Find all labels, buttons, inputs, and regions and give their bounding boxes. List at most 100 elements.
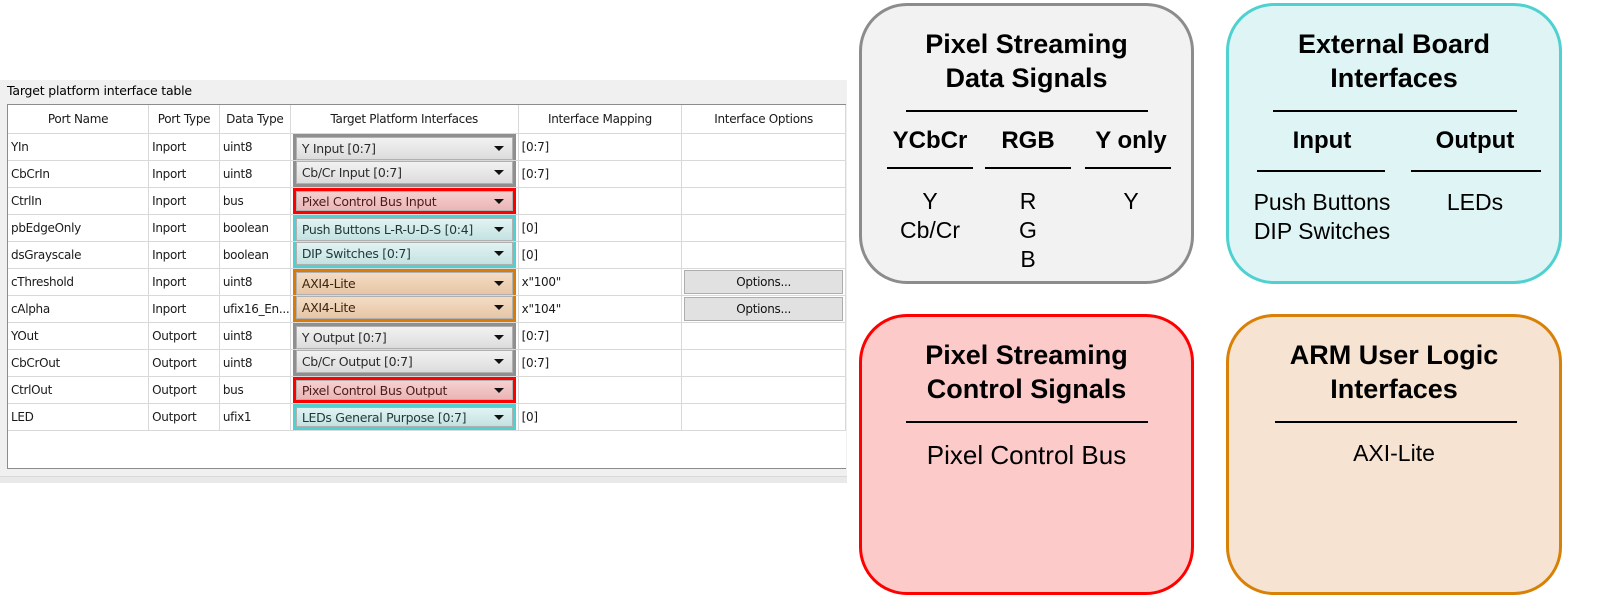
interface-dropdown[interactable]: Push Buttons L-R-U-D-S [0:4]: [292, 215, 516, 241]
interface-mapping-cell[interactable]: [0]: [518, 214, 683, 242]
value-dip-switches: DIP Switches: [1253, 218, 1391, 244]
interface-cell: LEDs General Purpose [0:7]: [290, 403, 519, 431]
port-name-cell: CbCrOut: [8, 349, 150, 377]
dropdown-arrow-icon[interactable]: [493, 387, 504, 393]
column-divider: [887, 167, 973, 169]
dropdown-arrow-icon[interactable]: [493, 305, 504, 310]
interface-dropdown[interactable]: Cb/Cr Output [0:7]: [292, 350, 516, 376]
column-header-port-name[interactable]: Port Name: [8, 105, 150, 134]
port-type-cell: Inport: [148, 214, 220, 242]
value-axi-lite: AXI-Lite: [1353, 440, 1435, 466]
legend-title-line1: Pixel Streaming: [925, 29, 1128, 59]
table-header-row: Port Name Port Type Data Type Target Pla…: [8, 105, 846, 134]
column-header-port-type[interactable]: Port Type: [148, 105, 220, 134]
interface-dropdown[interactable]: AXI4-Lite: [292, 269, 516, 295]
dropdown-arrow-icon[interactable]: [493, 198, 504, 204]
dropdown-arrow-icon[interactable]: [493, 335, 504, 340]
interface-dropdown-value: Push Buttons L-R-U-D-S [0:4]: [301, 222, 473, 237]
interface-dropdown[interactable]: Pixel Control Bus Input: [292, 188, 516, 214]
data-type-cell: boolean: [219, 214, 291, 242]
panel-title: Target platform interface table: [7, 83, 192, 98]
interface-options-cell: [681, 403, 846, 431]
options-button[interactable]: Options...: [684, 270, 843, 294]
panel-bottom-bar: [0, 476, 847, 483]
table-row: cAlpha Inport ufix16_En... AXI4-Lite x"1…: [8, 295, 846, 323]
target-platform-interface-panel: Target platform interface table Port Nam…: [0, 80, 847, 483]
data-type-cell: boolean: [219, 241, 291, 269]
dropdown-arrow-icon[interactable]: [493, 414, 504, 420]
column-header-rgb: RGB: [1001, 127, 1055, 154]
interface-options-cell: [681, 241, 846, 269]
interface-mapping-cell[interactable]: [0:7]: [518, 160, 683, 188]
interface-options-cell: [681, 349, 846, 377]
data-type-cell: ufix1: [219, 403, 291, 431]
interface-cell: Cb/Cr Output [0:7]: [290, 349, 519, 377]
dropdown-arrow-icon[interactable]: [493, 227, 504, 232]
interface-dropdown-value: DIP Switches [0:7]: [301, 246, 411, 261]
legend-title: External Board Interfaces: [1229, 27, 1559, 95]
column-divider: [1085, 167, 1171, 169]
column-header-interface-mapping[interactable]: Interface Mapping: [518, 105, 683, 134]
options-button[interactable]: Options...: [684, 297, 843, 321]
interface-table: Port Name Port Type Data Type Target Pla…: [8, 105, 846, 431]
interface-dropdown[interactable]: DIP Switches [0:7]: [292, 242, 516, 268]
value-g: G: [1019, 217, 1037, 243]
interface-cell: Y Output [0:7]: [290, 322, 519, 350]
dropdown-arrow-icon[interactable]: [493, 281, 504, 286]
port-type-cell: Outport: [148, 349, 220, 377]
interface-mapping-cell[interactable]: [0:7]: [518, 349, 683, 377]
data-type-cell: uint8: [219, 160, 291, 188]
value-b: B: [1020, 246, 1036, 272]
port-type-cell: Inport: [148, 241, 220, 269]
port-type-cell: Inport: [148, 295, 220, 323]
interface-mapping-cell[interactable]: x"104": [518, 295, 683, 323]
interface-cell: Cb/Cr Input [0:7]: [290, 160, 519, 188]
port-type-cell: Inport: [148, 268, 220, 296]
interface-options-cell: [681, 376, 846, 404]
table-row: dsGrayscale Inport boolean DIP Switches …: [8, 241, 846, 269]
interface-mapping-cell[interactable]: [518, 187, 683, 215]
value-y: Y: [922, 188, 938, 214]
dropdown-arrow-icon[interactable]: [493, 359, 504, 364]
value-y: Y: [1123, 188, 1139, 214]
table-row: CbCrOut Outport uint8 Cb/Cr Output [0:7]…: [8, 349, 846, 377]
interface-options-cell: [681, 322, 846, 350]
interface-dropdown-value: LEDs General Purpose [0:7]: [301, 409, 467, 425]
interface-mapping-cell[interactable]: [0:7]: [518, 133, 683, 161]
table-row: YOut Outport uint8 Y Output [0:7] [0:7]: [8, 322, 846, 350]
interface-options-cell: [681, 214, 846, 242]
interface-mapping-cell[interactable]: [0]: [518, 403, 683, 431]
dropdown-arrow-icon[interactable]: [493, 146, 504, 151]
data-type-cell: bus: [219, 376, 291, 404]
column-header-target-platform-interfaces[interactable]: Target Platform Interfaces: [290, 105, 519, 134]
data-type-cell: uint8: [219, 268, 291, 296]
legend-title-line2: Data Signals: [945, 63, 1108, 93]
interface-dropdown[interactable]: AXI4-Lite: [292, 296, 516, 322]
interface-options-cell: [681, 133, 846, 161]
interface-dropdown[interactable]: Pixel Control Bus Output: [292, 377, 516, 403]
title-divider: [1273, 110, 1517, 112]
dropdown-arrow-icon[interactable]: [493, 170, 504, 175]
interface-dropdown[interactable]: Y Output [0:7]: [292, 323, 516, 349]
column-header-interface-options[interactable]: Interface Options: [681, 105, 846, 134]
column-divider: [1257, 170, 1385, 172]
port-type-cell: Outport: [148, 376, 220, 404]
interface-dropdown[interactable]: LEDs General Purpose [0:7]: [292, 404, 516, 430]
data-type-cell: bus: [219, 187, 291, 215]
dropdown-arrow-icon[interactable]: [493, 251, 504, 256]
legend-title: Pixel Streaming Control Signals: [862, 338, 1191, 406]
interface-mapping-cell[interactable]: [518, 376, 683, 404]
interface-dropdown[interactable]: Cb/Cr Input [0:7]: [292, 161, 516, 187]
port-name-cell: cThreshold: [8, 268, 150, 296]
port-type-cell: Inport: [148, 133, 220, 161]
title-divider: [906, 421, 1148, 423]
interface-cell: DIP Switches [0:7]: [290, 241, 519, 269]
interface-mapping-cell[interactable]: [0]: [518, 241, 683, 269]
value-leds: LEDs: [1446, 189, 1504, 215]
column-header-data-type[interactable]: Data Type: [219, 105, 291, 134]
interface-mapping-cell[interactable]: x"100": [518, 268, 683, 296]
interface-mapping-cell[interactable]: [0:7]: [518, 322, 683, 350]
interface-dropdown[interactable]: Y Input [0:7]: [292, 134, 516, 160]
legend-title: ARM User Logic Interfaces: [1229, 338, 1559, 406]
interface-dropdown-value: Pixel Control Bus Input: [301, 193, 437, 209]
